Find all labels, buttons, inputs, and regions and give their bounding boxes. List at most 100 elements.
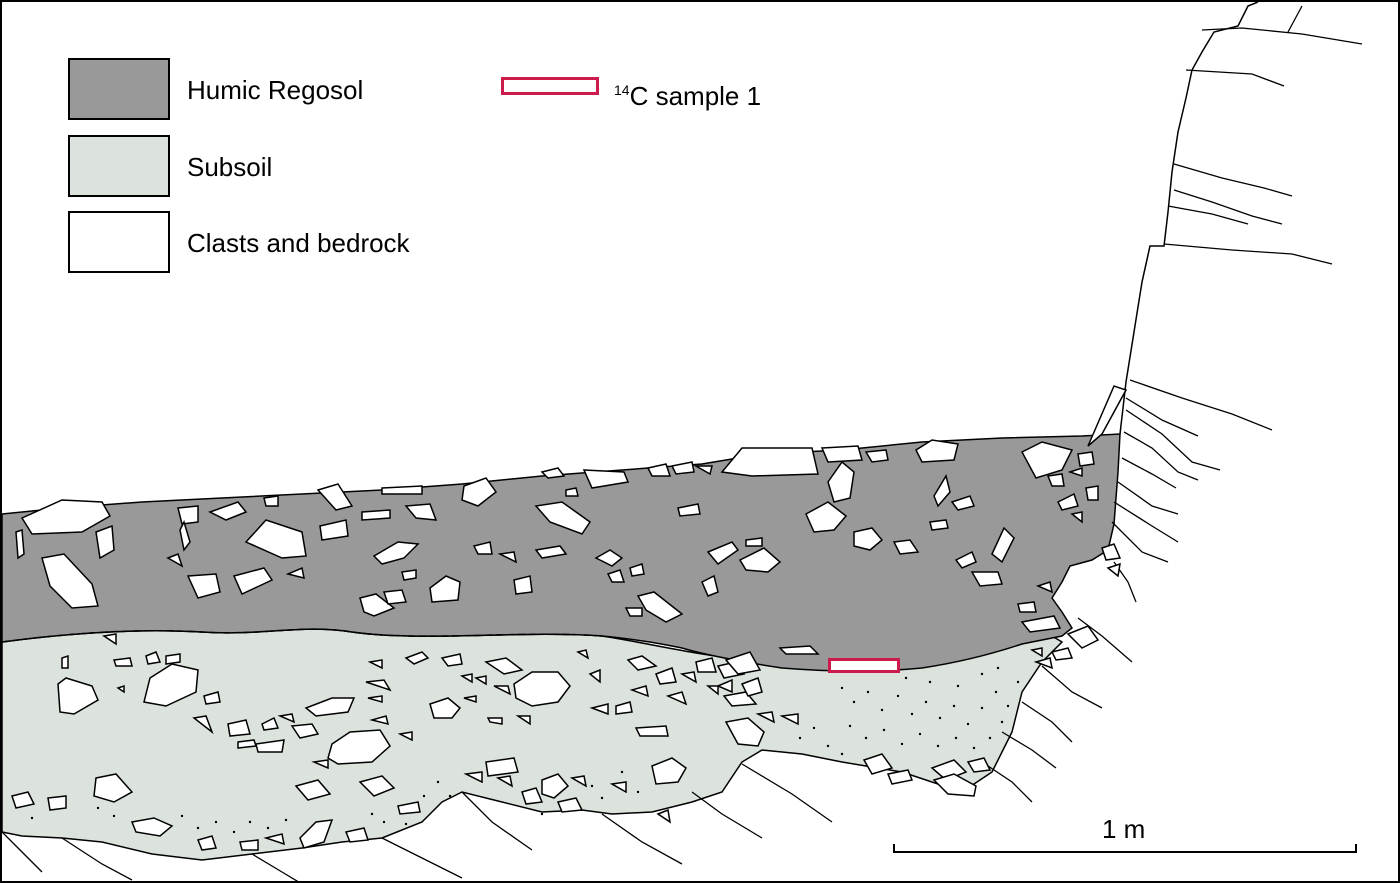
legend-label-clasts-and-bedrock: Clasts and bedrock <box>187 228 410 258</box>
legend-label-humic-regosol: Humic Regosol <box>187 75 364 105</box>
clast <box>208 501 248 521</box>
clast <box>47 795 67 811</box>
clast <box>950 495 976 511</box>
clast <box>1020 615 1062 633</box>
clast <box>397 801 421 815</box>
clast <box>397 731 413 742</box>
clast <box>1056 492 1079 511</box>
clast <box>311 759 329 770</box>
clast <box>738 547 782 573</box>
bedrock-cliff <box>1119 2 1259 435</box>
clast <box>1046 473 1065 487</box>
clast <box>556 797 584 813</box>
fine-gravel <box>30 666 1020 834</box>
clast <box>534 545 568 559</box>
clast <box>361 509 391 521</box>
clast <box>493 685 512 696</box>
clast <box>1035 581 1054 594</box>
clast <box>805 501 848 533</box>
clast <box>1067 466 1083 478</box>
clast <box>541 773 570 799</box>
clast <box>429 575 461 603</box>
clast <box>472 541 493 555</box>
clast <box>513 671 571 707</box>
clast <box>606 569 626 583</box>
clast <box>695 657 717 673</box>
clast <box>196 835 217 851</box>
clast <box>359 593 396 617</box>
clast <box>626 655 658 671</box>
clast <box>277 713 296 724</box>
clast <box>629 563 645 577</box>
clast <box>327 729 391 765</box>
scale-bar <box>893 844 1357 853</box>
clast <box>609 781 627 794</box>
clast <box>534 501 592 535</box>
clast <box>440 653 463 667</box>
clast <box>367 659 383 670</box>
bedrock-crack <box>61 837 133 881</box>
clast <box>473 675 487 686</box>
clast <box>1066 625 1100 649</box>
clast <box>285 566 305 580</box>
clast <box>1101 543 1122 561</box>
clast <box>589 703 609 716</box>
clast <box>227 719 251 737</box>
bedrock-crack <box>1129 379 1273 431</box>
clast <box>192 715 214 735</box>
clast <box>20 499 112 535</box>
clast <box>1077 451 1095 467</box>
clast <box>970 571 1004 587</box>
clast <box>186 573 221 599</box>
c14-superscript: 14 <box>614 82 630 98</box>
clast <box>255 739 285 753</box>
clast <box>294 779 332 801</box>
clast <box>316 483 354 511</box>
bedrock-crack <box>1125 409 1221 471</box>
bedrock-crack <box>691 791 763 839</box>
clast <box>966 757 992 773</box>
clast <box>93 773 134 803</box>
clast <box>404 651 430 665</box>
bedrock-crack <box>1125 397 1199 437</box>
legend-swatch-c14-sample <box>501 77 599 95</box>
clast <box>485 757 519 777</box>
clast <box>429 697 462 719</box>
bedrock-crack <box>1121 457 1177 489</box>
clast <box>929 519 949 531</box>
legend-swatch-subsoil <box>68 135 170 197</box>
bedrock-crack <box>1185 69 1285 87</box>
bedrock-crack <box>1111 521 1169 563</box>
bedrock-crack <box>1117 481 1179 515</box>
bedrock-crack <box>1113 501 1179 543</box>
clast <box>755 711 776 724</box>
clast <box>41 553 99 609</box>
bedrock-crack <box>1021 701 1073 743</box>
clast <box>706 541 740 566</box>
bedrock-crack <box>1173 189 1283 225</box>
clast <box>656 808 672 824</box>
clast <box>112 657 133 667</box>
bedrock-crack <box>2 831 43 873</box>
bedrock-crack <box>381 837 463 879</box>
bedrock-crack <box>1173 163 1293 197</box>
subsoil-clasts <box>11 625 1100 851</box>
clast <box>724 717 765 747</box>
clast <box>1085 485 1099 501</box>
clast <box>95 524 115 560</box>
bedrock-crack <box>1201 27 1363 45</box>
bedrock-crack <box>1287 5 1303 33</box>
clast <box>263 833 285 846</box>
clast <box>365 679 392 692</box>
clast <box>237 739 258 749</box>
clast <box>495 775 514 788</box>
clast <box>304 697 356 717</box>
legend-label-c14-sample: 14C sample 1 <box>614 75 761 111</box>
bedrock-crack <box>1167 205 1249 225</box>
clast <box>57 677 99 715</box>
clast <box>461 477 498 507</box>
clast <box>679 671 698 684</box>
clast <box>358 775 396 797</box>
clast <box>1033 657 1054 670</box>
